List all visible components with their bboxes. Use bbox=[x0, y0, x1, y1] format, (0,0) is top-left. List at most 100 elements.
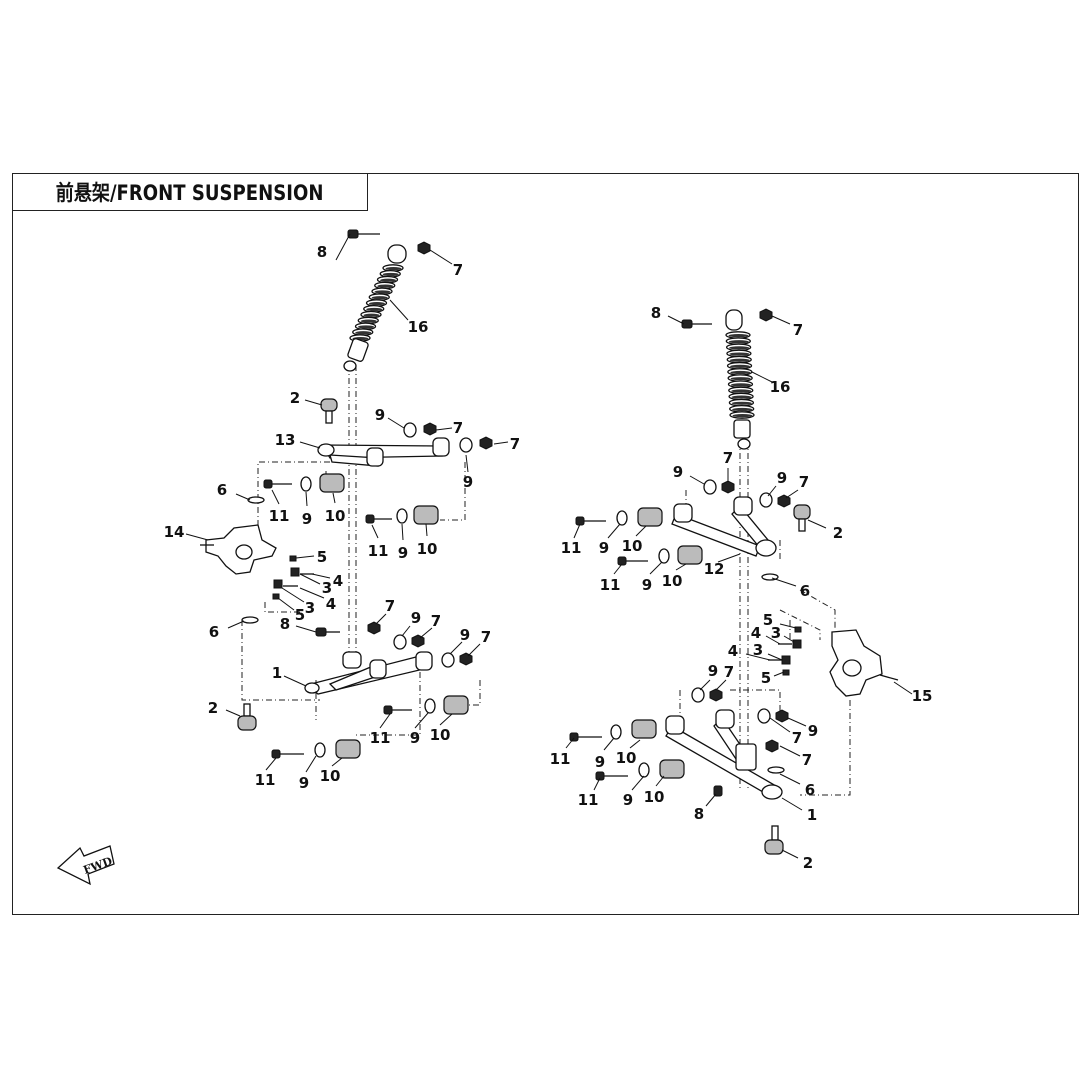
callout-number: 5 bbox=[761, 669, 771, 687]
callout-leader bbox=[419, 627, 433, 639]
callout-number: 7 bbox=[792, 729, 802, 747]
callout-number: 9 bbox=[411, 609, 421, 627]
right-lower-a-arm bbox=[665, 709, 783, 800]
callout-number: 3 bbox=[771, 624, 781, 642]
callout-number: 8 bbox=[317, 243, 327, 261]
callout-leader bbox=[439, 713, 453, 726]
callout-leader bbox=[311, 573, 331, 579]
callout-leader bbox=[332, 492, 336, 504]
callout-number: 11 bbox=[255, 771, 276, 789]
callout-leader bbox=[779, 623, 797, 629]
callout-leader bbox=[765, 635, 781, 645]
callout-number: 9 bbox=[398, 544, 408, 562]
callout-number: 4 bbox=[333, 572, 343, 590]
callout-leader bbox=[787, 717, 807, 727]
callout-leader bbox=[565, 737, 575, 749]
callout-number: 11 bbox=[561, 539, 582, 557]
callout-number: 16 bbox=[408, 318, 429, 336]
callout-leader bbox=[304, 399, 323, 406]
callout-leader bbox=[807, 519, 827, 529]
callout-number: 9 bbox=[599, 539, 609, 557]
callout-number: 1 bbox=[272, 664, 282, 682]
callout-number: 6 bbox=[217, 481, 227, 499]
callout-number: 13 bbox=[275, 431, 296, 449]
callout-leader bbox=[435, 427, 453, 431]
fwd-arrow-icon: FWD bbox=[56, 845, 115, 886]
right-upper-ball-joint bbox=[793, 504, 811, 532]
callout-number: 1 bbox=[807, 806, 817, 824]
callout-leader bbox=[573, 523, 581, 539]
callout-number: 10 bbox=[616, 749, 637, 767]
callout-leader bbox=[331, 757, 343, 767]
callout-leader bbox=[705, 793, 717, 807]
callout-leader bbox=[335, 233, 351, 261]
callout-number: 2 bbox=[290, 389, 300, 407]
callout-leader bbox=[305, 491, 308, 507]
callout-leader bbox=[893, 681, 913, 695]
callout-leader bbox=[745, 653, 771, 661]
callout-number: 7 bbox=[453, 419, 463, 437]
callout-leader bbox=[225, 709, 241, 717]
callout-leader bbox=[613, 563, 623, 575]
callout-leader bbox=[465, 454, 469, 473]
callout-number: 5 bbox=[295, 606, 305, 624]
callout-leader bbox=[401, 625, 411, 637]
left-assembly bbox=[200, 229, 493, 759]
callout-leader bbox=[429, 249, 453, 265]
callout-number: 16 bbox=[770, 378, 791, 396]
callout-leader bbox=[767, 653, 783, 661]
callout-number: 11 bbox=[600, 576, 621, 594]
callout-leader bbox=[771, 315, 791, 325]
callout-leader bbox=[277, 597, 295, 611]
callout-number: 14 bbox=[164, 523, 185, 541]
callout-leader bbox=[375, 613, 387, 625]
callout-number: 7 bbox=[723, 449, 733, 467]
left-lower-ball-joint bbox=[237, 703, 257, 731]
right-steering-knuckle bbox=[829, 629, 899, 697]
callout-number: 3 bbox=[753, 641, 763, 659]
callout-number: 9 bbox=[623, 791, 633, 809]
callout-leader bbox=[783, 635, 795, 643]
callout-leader bbox=[299, 587, 325, 599]
callout-leader bbox=[467, 643, 481, 657]
callout-leader bbox=[295, 625, 317, 633]
callout-number: 7 bbox=[453, 261, 463, 279]
left-upper-a-arm bbox=[317, 437, 450, 467]
left-lower-a-arm bbox=[304, 651, 433, 695]
callout-leader bbox=[265, 757, 277, 771]
callout-leader bbox=[715, 679, 727, 691]
diagram-frame bbox=[12, 173, 1079, 915]
callout-leader bbox=[387, 417, 405, 429]
callout-number: 10 bbox=[662, 572, 683, 590]
callout-leader bbox=[185, 533, 209, 541]
callout-number: 7 bbox=[724, 663, 734, 681]
callout-number: 15 bbox=[912, 687, 933, 705]
callout-leader bbox=[299, 573, 321, 585]
callout-leader bbox=[299, 441, 321, 449]
callout-number: 3 bbox=[305, 599, 315, 617]
left-top-nut bbox=[417, 241, 431, 255]
callout-number: 8 bbox=[651, 304, 661, 322]
callout-leader bbox=[371, 524, 379, 539]
callout-number: 7 bbox=[481, 628, 491, 646]
callout-leader bbox=[767, 485, 777, 497]
callout-number: 10 bbox=[622, 537, 643, 555]
callout-number: 5 bbox=[317, 548, 327, 566]
callout-leader bbox=[779, 773, 801, 785]
callout-number: 8 bbox=[280, 615, 290, 633]
callout-number: 9 bbox=[642, 576, 652, 594]
callout-leader bbox=[771, 577, 797, 587]
callout-number: 4 bbox=[326, 595, 336, 613]
callout-leader bbox=[769, 717, 791, 733]
callout-leader bbox=[717, 553, 741, 563]
callout-leader bbox=[379, 713, 391, 729]
callout-number: 9 bbox=[460, 626, 470, 644]
left-shock-absorber bbox=[343, 244, 407, 372]
callout-leader bbox=[635, 525, 647, 537]
callout-number: 2 bbox=[803, 854, 813, 872]
callout-leader bbox=[295, 555, 315, 559]
callout-leader bbox=[283, 675, 307, 687]
callout-leader bbox=[781, 849, 799, 859]
callout-number: 7 bbox=[802, 751, 812, 769]
